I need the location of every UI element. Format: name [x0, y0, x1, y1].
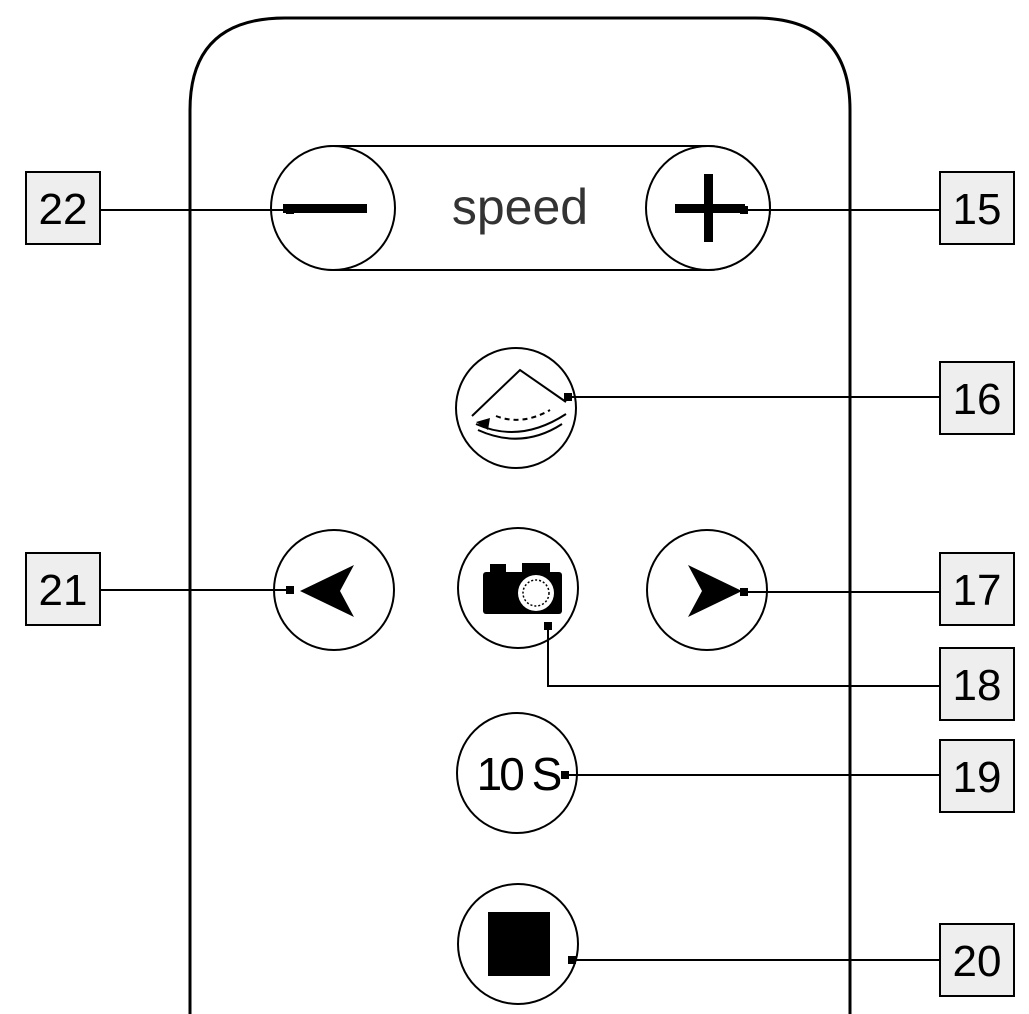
camera-icon: [483, 563, 562, 614]
plus-icon: [675, 174, 745, 242]
leader-lines: [100, 209, 940, 961]
leader-dots: [286, 206, 748, 964]
speed-plus-button[interactable]: [645, 145, 771, 271]
minus-icon: [283, 204, 367, 213]
timer-button[interactable]: 10 S: [456, 712, 578, 834]
callout-number: 20: [953, 937, 1002, 986]
speed-label: speed: [452, 179, 588, 235]
stop-button[interactable]: [457, 883, 579, 1005]
callout-16: 16: [939, 361, 1015, 435]
callout-18: 18: [939, 647, 1015, 721]
sweep-button[interactable]: [455, 347, 577, 469]
callout-19: 19: [939, 739, 1015, 813]
callout-21: 21: [25, 552, 101, 626]
callout-number: 22: [39, 185, 88, 234]
remote-body-outline: [188, 16, 852, 1014]
leader-line-18: [547, 626, 940, 687]
callout-15: 15: [939, 171, 1015, 245]
speed-minus-button[interactable]: [270, 145, 396, 271]
arrow-left-icon: [300, 565, 354, 617]
callout-number: 18: [953, 661, 1002, 710]
right-button[interactable]: [646, 529, 768, 651]
callout-number: 21: [39, 566, 88, 615]
callout-22: 22: [25, 171, 101, 245]
callout-number: 15: [953, 185, 1002, 234]
left-button[interactable]: [273, 529, 395, 651]
callout-number: 19: [953, 753, 1002, 802]
sweep-arc-icon: [471, 368, 567, 440]
callout-17: 17: [939, 552, 1015, 626]
callout-20: 20: [939, 923, 1015, 997]
stop-square-icon: [488, 912, 550, 976]
callout-number: 17: [953, 566, 1002, 615]
callout-number: 16: [953, 375, 1002, 424]
timer-label: 10 S: [477, 748, 561, 800]
arrow-right-icon: [688, 565, 742, 617]
camera-button[interactable]: [457, 527, 579, 649]
